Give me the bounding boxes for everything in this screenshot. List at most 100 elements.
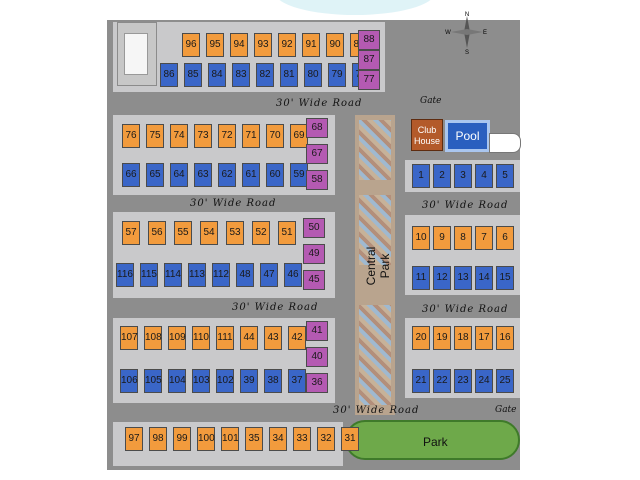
plot-38[interactable]: 38 bbox=[264, 369, 282, 393]
plot-80[interactable]: 80 bbox=[304, 63, 322, 87]
plot-34[interactable]: 34 bbox=[269, 427, 287, 451]
plot-77[interactable]: 77 bbox=[358, 70, 380, 90]
plot-61[interactable]: 61 bbox=[242, 163, 260, 187]
plot-100[interactable]: 100 bbox=[197, 427, 215, 451]
plot-73[interactable]: 73 bbox=[194, 124, 212, 148]
plot-23[interactable]: 23 bbox=[454, 369, 472, 393]
plot-67[interactable]: 67 bbox=[306, 144, 328, 164]
plot-56[interactable]: 56 bbox=[148, 221, 166, 245]
plot-53[interactable]: 53 bbox=[226, 221, 244, 245]
plot-111[interactable]: 111 bbox=[216, 326, 234, 350]
plot-114[interactable]: 114 bbox=[164, 263, 182, 287]
plot-44[interactable]: 44 bbox=[240, 326, 258, 350]
plot-55[interactable]: 55 bbox=[174, 221, 192, 245]
plot-70[interactable]: 70 bbox=[266, 124, 284, 148]
plot-17[interactable]: 17 bbox=[475, 326, 493, 350]
plot-66[interactable]: 66 bbox=[122, 163, 140, 187]
plot-93[interactable]: 93 bbox=[254, 33, 272, 57]
plot-108[interactable]: 108 bbox=[144, 326, 162, 350]
plot-3[interactable]: 3 bbox=[454, 164, 472, 188]
plot-32[interactable]: 32 bbox=[317, 427, 335, 451]
plot-12[interactable]: 12 bbox=[433, 266, 451, 290]
plot-41[interactable]: 41 bbox=[306, 321, 328, 341]
plot-87[interactable]: 87 bbox=[358, 50, 380, 70]
plot-40[interactable]: 40 bbox=[306, 347, 328, 367]
plot-96[interactable]: 96 bbox=[182, 33, 200, 57]
plot-79[interactable]: 79 bbox=[328, 63, 346, 87]
plot-85[interactable]: 85 bbox=[184, 63, 202, 87]
plot-107[interactable]: 107 bbox=[120, 326, 138, 350]
plot-90[interactable]: 90 bbox=[326, 33, 344, 57]
plot-103[interactable]: 103 bbox=[192, 369, 210, 393]
plot-92[interactable]: 92 bbox=[278, 33, 296, 57]
plot-42[interactable]: 42 bbox=[288, 326, 306, 350]
plot-63[interactable]: 63 bbox=[194, 163, 212, 187]
plot-58[interactable]: 58 bbox=[306, 170, 328, 190]
plot-98[interactable]: 98 bbox=[149, 427, 167, 451]
plot-54[interactable]: 54 bbox=[200, 221, 218, 245]
plot-5[interactable]: 5 bbox=[496, 164, 514, 188]
plot-94[interactable]: 94 bbox=[230, 33, 248, 57]
plot-71[interactable]: 71 bbox=[242, 124, 260, 148]
plot-11[interactable]: 11 bbox=[412, 266, 430, 290]
plot-35[interactable]: 35 bbox=[245, 427, 263, 451]
plot-43[interactable]: 43 bbox=[264, 326, 282, 350]
plot-13[interactable]: 13 bbox=[454, 266, 472, 290]
plot-74[interactable]: 74 bbox=[170, 124, 188, 148]
plot-72[interactable]: 72 bbox=[218, 124, 236, 148]
plot-39[interactable]: 39 bbox=[240, 369, 258, 393]
plot-102[interactable]: 102 bbox=[216, 369, 234, 393]
plot-76[interactable]: 76 bbox=[122, 124, 140, 148]
plot-48[interactable]: 48 bbox=[236, 263, 254, 287]
plot-64[interactable]: 64 bbox=[170, 163, 188, 187]
plot-49[interactable]: 49 bbox=[303, 244, 325, 264]
plot-18[interactable]: 18 bbox=[454, 326, 472, 350]
plot-69[interactable]: 69 bbox=[290, 124, 308, 148]
plot-97[interactable]: 97 bbox=[125, 427, 143, 451]
plot-116[interactable]: 116 bbox=[116, 263, 134, 287]
plot-16[interactable]: 16 bbox=[496, 326, 514, 350]
pool[interactable]: Pool bbox=[445, 120, 490, 152]
plot-25[interactable]: 25 bbox=[496, 369, 514, 393]
plot-21[interactable]: 21 bbox=[412, 369, 430, 393]
plot-83[interactable]: 83 bbox=[232, 63, 250, 87]
plot-57[interactable]: 57 bbox=[122, 221, 140, 245]
plot-104[interactable]: 104 bbox=[168, 369, 186, 393]
plot-65[interactable]: 65 bbox=[146, 163, 164, 187]
plot-14[interactable]: 14 bbox=[475, 266, 493, 290]
plot-52[interactable]: 52 bbox=[252, 221, 270, 245]
plot-101[interactable]: 101 bbox=[221, 427, 239, 451]
plot-62[interactable]: 62 bbox=[218, 163, 236, 187]
plot-6[interactable]: 6 bbox=[496, 226, 514, 250]
plot-33[interactable]: 33 bbox=[293, 427, 311, 451]
plot-112[interactable]: 112 bbox=[212, 263, 230, 287]
plot-110[interactable]: 110 bbox=[192, 326, 210, 350]
plot-9[interactable]: 9 bbox=[433, 226, 451, 250]
plot-37[interactable]: 37 bbox=[288, 369, 306, 393]
plot-19[interactable]: 19 bbox=[433, 326, 451, 350]
plot-82[interactable]: 82 bbox=[256, 63, 274, 87]
plot-81[interactable]: 81 bbox=[280, 63, 298, 87]
plot-7[interactable]: 7 bbox=[475, 226, 493, 250]
plot-84[interactable]: 84 bbox=[208, 63, 226, 87]
plot-31[interactable]: 31 bbox=[341, 427, 359, 451]
plot-10[interactable]: 10 bbox=[412, 226, 430, 250]
plot-45[interactable]: 45 bbox=[303, 270, 325, 290]
plot-75[interactable]: 75 bbox=[146, 124, 164, 148]
plot-88[interactable]: 88 bbox=[358, 30, 380, 50]
plot-24[interactable]: 24 bbox=[475, 369, 493, 393]
park[interactable]: Park bbox=[345, 420, 520, 460]
plot-68[interactable]: 68 bbox=[306, 118, 328, 138]
plot-106[interactable]: 106 bbox=[120, 369, 138, 393]
plot-113[interactable]: 113 bbox=[188, 263, 206, 287]
plot-20[interactable]: 20 bbox=[412, 326, 430, 350]
plot-15[interactable]: 15 bbox=[496, 266, 514, 290]
plot-22[interactable]: 22 bbox=[433, 369, 451, 393]
plot-36[interactable]: 36 bbox=[306, 373, 328, 393]
plot-8[interactable]: 8 bbox=[454, 226, 472, 250]
plot-91[interactable]: 91 bbox=[302, 33, 320, 57]
plot-99[interactable]: 99 bbox=[173, 427, 191, 451]
plot-46[interactable]: 46 bbox=[284, 263, 302, 287]
plot-115[interactable]: 115 bbox=[140, 263, 158, 287]
plot-4[interactable]: 4 bbox=[475, 164, 493, 188]
